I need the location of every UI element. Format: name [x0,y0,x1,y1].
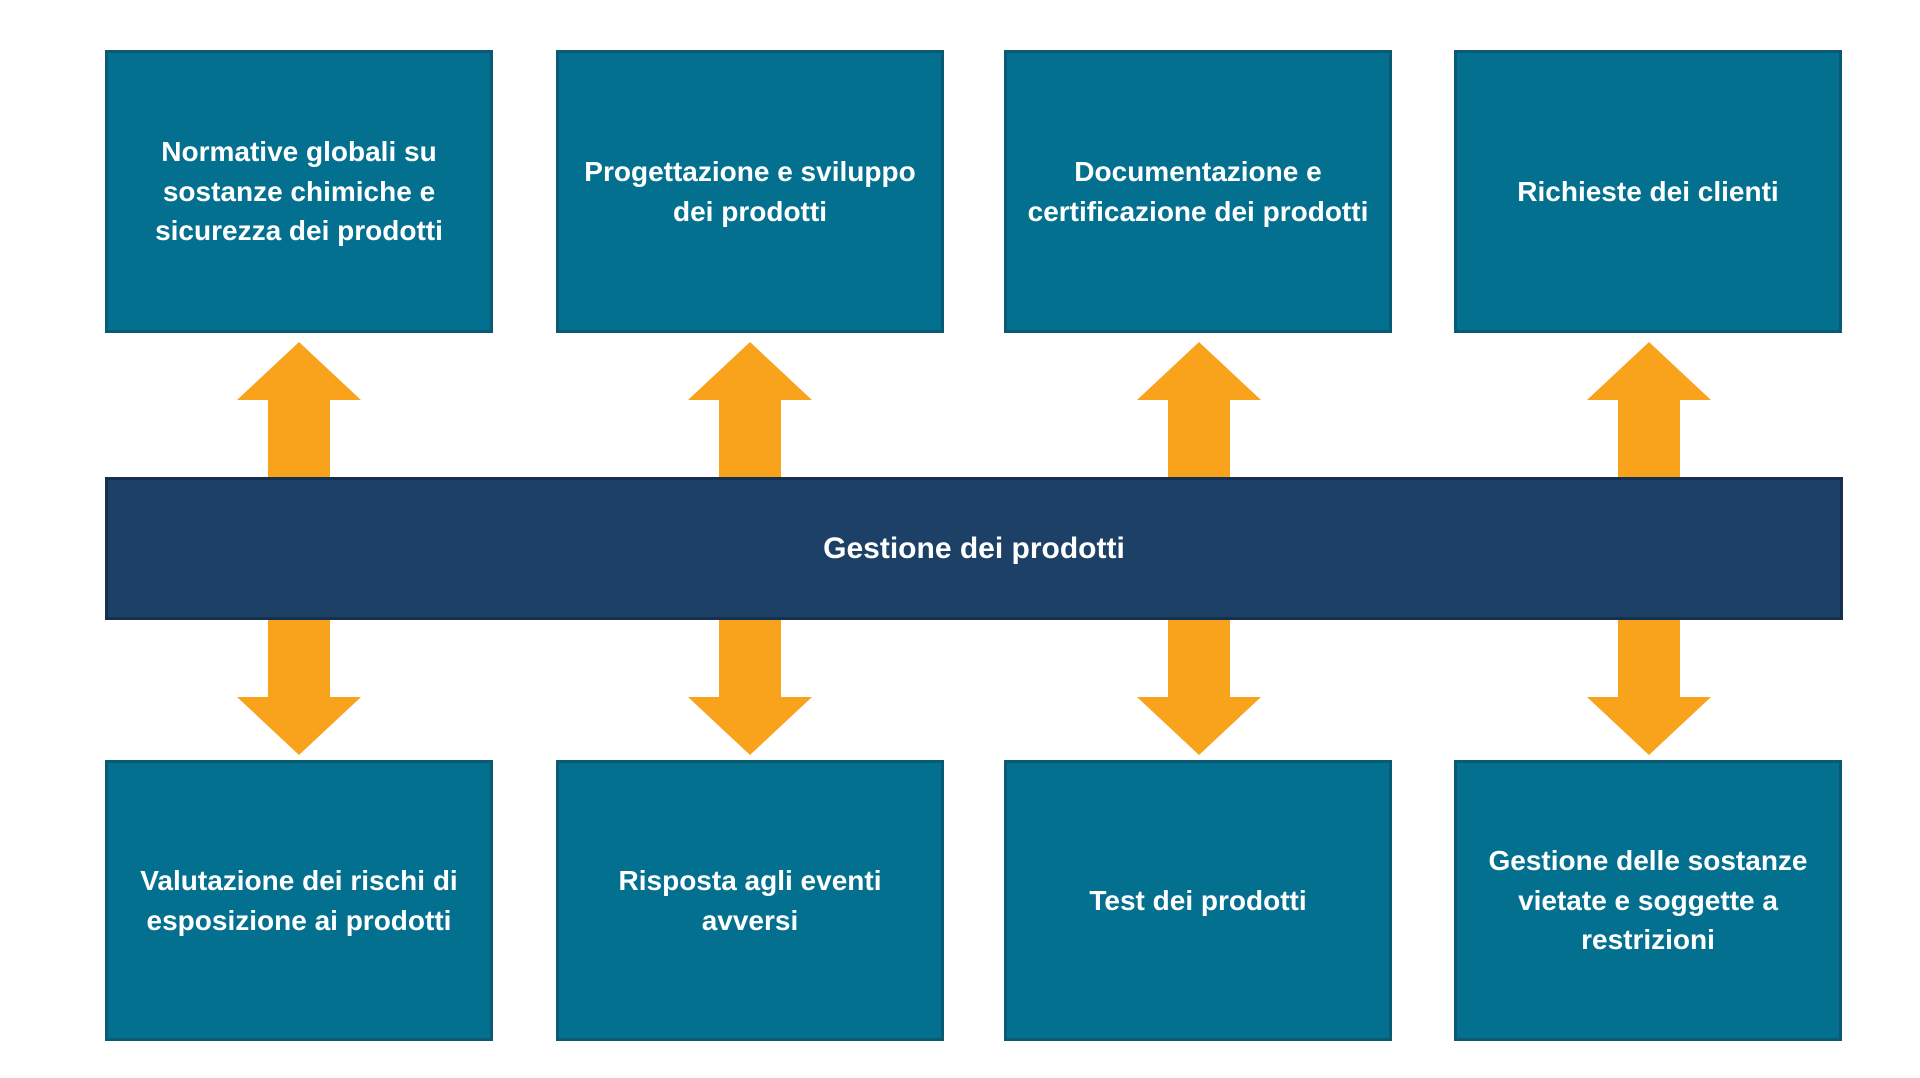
down-arrow-icon [1137,620,1261,755]
down-arrow-icon [1587,620,1711,755]
box-valutazione-rischi: Valutazione dei rischi di esposizione ai… [105,760,493,1041]
box-gestione-sostanze-vietate: Gestione delle sostanze vietate e sogget… [1454,760,1842,1041]
box-risposta-eventi-avversi: Risposta agli eventi avversi [556,760,944,1041]
down-arrow-icon [237,620,361,755]
box-normative-globali: Normative globali su sostanze chimiche e… [105,50,493,333]
box-label: Test dei prodotti [1089,884,1307,916]
box-richieste-clienti: Richieste dei clienti [1454,50,1842,333]
box-label: Documentazione e certificazione dei prod… [1027,155,1369,227]
box-documentazione-certificazione: Documentazione e certificazione dei prod… [1004,50,1392,333]
box-label: Valutazione dei rischi di esposizione ai… [140,864,458,936]
center-bar-label: Gestione dei prodotti [823,531,1125,565]
up-arrow-icon [1137,342,1261,477]
up-arrow-icon [1587,342,1711,477]
box-test-prodotti: Test dei prodotti [1004,760,1392,1041]
center-bar-gestione-prodotti: Gestione dei prodotti [105,477,1843,620]
down-arrow-icon [688,620,812,755]
box-label: Richieste dei clienti [1517,175,1779,207]
box-label: Gestione delle sostanze vietate e sogget… [1488,844,1808,956]
box-label: Risposta agli eventi avversi [618,864,882,936]
up-arrow-icon [237,342,361,477]
box-label: Progettazione e sviluppo dei prodotti [584,155,916,227]
up-arrow-icon [688,342,812,477]
box-label: Normative globali su sostanze chimiche e… [155,135,443,247]
box-progettazione-sviluppo: Progettazione e sviluppo dei prodotti [556,50,944,333]
